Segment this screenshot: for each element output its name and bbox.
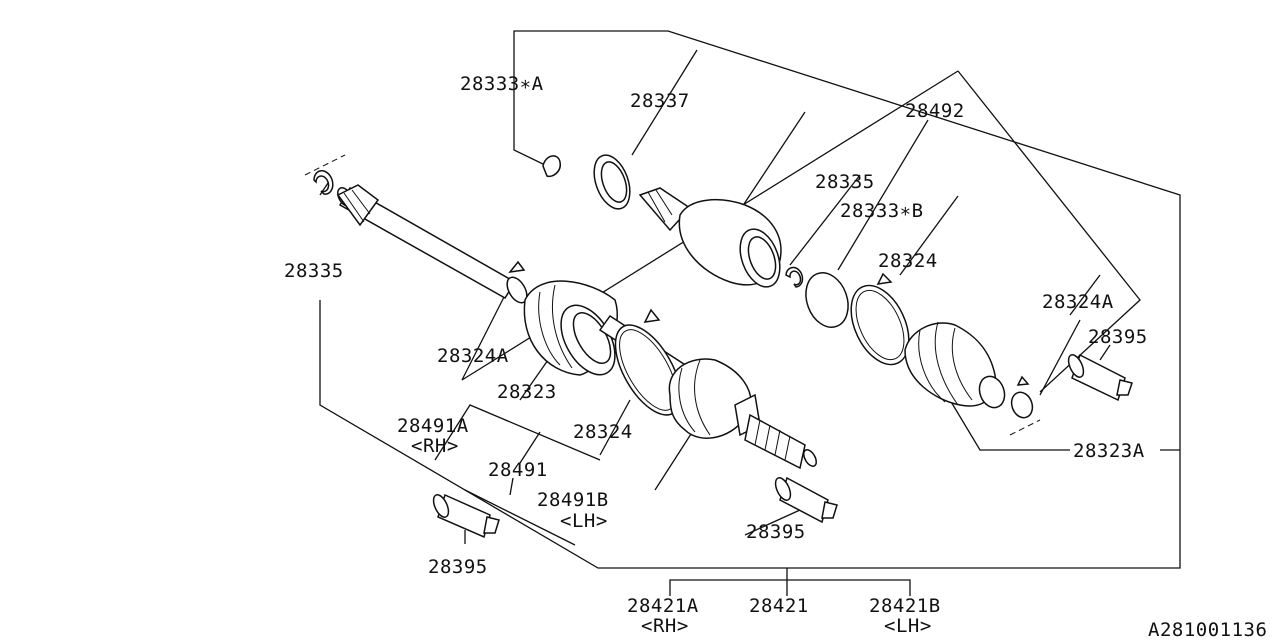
label-28395-left: 28395 — [428, 556, 488, 578]
band-clip-left — [506, 260, 528, 304]
ring-28337 — [593, 154, 631, 210]
part-labels: 28333∗A 28337 28492 28335 28333∗B 28324 … — [284, 73, 1267, 640]
cap-28333A — [542, 155, 561, 178]
axle-shaft — [336, 184, 517, 300]
label-28421: 28421 — [749, 595, 809, 617]
boot-outer-lower — [668, 358, 817, 470]
clip-28324A-upper — [1010, 375, 1034, 419]
outer-joint-housing — [638, 187, 782, 288]
label-28491B: 28491B — [537, 489, 609, 511]
label-28333B: 28333∗B — [840, 200, 924, 222]
label-28491A-rh: <RH> — [411, 435, 459, 457]
label-28421A: 28421A — [627, 595, 699, 617]
grease-tube-center — [774, 476, 838, 524]
band-28324-upper — [850, 272, 910, 366]
disc-28333B — [805, 272, 849, 328]
label-28337: 28337 — [630, 90, 690, 112]
label-28324-upper: 28324 — [878, 250, 938, 272]
label-28492: 28492 — [905, 100, 965, 122]
label-28323A: 28323A — [1073, 440, 1145, 462]
label-28333A: 28333∗A — [460, 73, 544, 95]
label-28491: 28491 — [488, 459, 548, 481]
label-28323: 28323 — [497, 381, 557, 403]
label-28395-right: 28395 — [1088, 326, 1148, 348]
diagram-id: A281001136 — [1148, 619, 1267, 640]
grease-tube-left — [432, 493, 500, 539]
label-28324-lower: 28324 — [573, 421, 633, 443]
label-28491B-lh: <LH> — [560, 510, 608, 532]
label-28491A: 28491A — [397, 415, 469, 437]
label-28421A-rh: <RH> — [641, 615, 689, 637]
label-28335-upper: 28335 — [815, 171, 875, 193]
grease-tube-right — [1067, 353, 1133, 402]
label-28395-center: 28395 — [746, 521, 806, 543]
leader-lines — [304, 49, 1111, 546]
boot-left-inner — [523, 280, 618, 376]
circlip-upper — [785, 266, 804, 288]
label-28324A-left: 28324A — [437, 345, 509, 367]
circlip-left — [313, 169, 334, 195]
label-28335-left: 28335 — [284, 260, 344, 282]
label-28421B: 28421B — [869, 595, 941, 617]
label-28324A-upper: 28324A — [1042, 291, 1114, 313]
boot-28323A — [904, 321, 1006, 409]
label-28421B-lh: <LH> — [884, 615, 932, 637]
